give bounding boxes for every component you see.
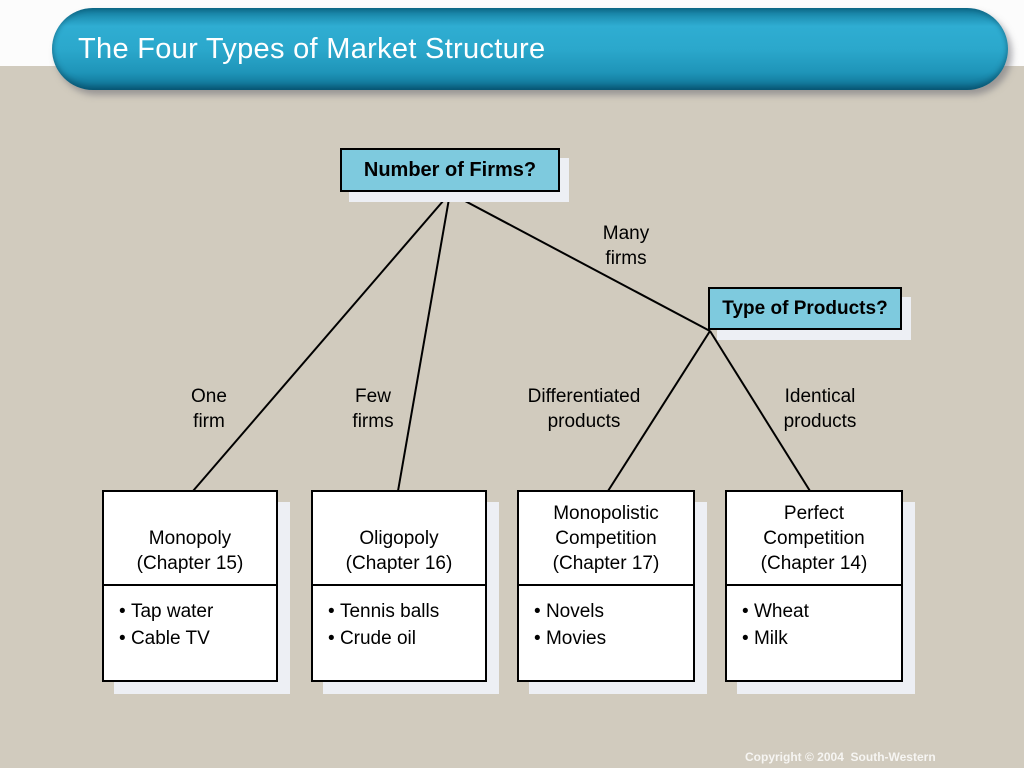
outcome-example-list: Tap water Cable TV — [104, 586, 276, 652]
branch-label-identical-products: Identical products — [783, 386, 857, 432]
outcome-example: Crude oil — [328, 625, 481, 652]
outcome-example-list: Tennis balls Crude oil — [313, 586, 485, 652]
slide-title-bar: The Four Types of Market Structure — [52, 8, 1008, 90]
decision-box-number-of-firms: Number of Firms? — [340, 148, 560, 192]
outcome-title: Monopolistic Competition (Chapter 17) — [519, 492, 693, 586]
outcome-example-list: Novels Movies — [519, 586, 693, 652]
branch-label-differentiated-products: Differentiated products — [527, 386, 641, 432]
outcome-example: Milk — [742, 625, 897, 652]
slide-title: The Four Types of Market Structure — [78, 32, 546, 65]
outcome-box-monopolistic-competition: Monopolistic Competition (Chapter 17) No… — [517, 490, 695, 682]
outcome-example: Tennis balls — [328, 598, 481, 625]
outcome-title: Perfect Competition (Chapter 14) — [727, 492, 901, 586]
outcome-title: Oligopoly (Chapter 16) — [313, 492, 485, 586]
outcome-example: Tap water — [119, 598, 272, 625]
outcome-example: Movies — [534, 625, 689, 652]
outcome-box-monopoly: Monopoly (Chapter 15) Tap water Cable TV — [102, 490, 278, 682]
outcome-example-list: Wheat Milk — [727, 586, 901, 652]
edge-number-of-firms-to-monopoly — [192, 192, 451, 492]
outcome-box-oligopoly: Oligopoly (Chapter 16) Tennis balls Crud… — [311, 490, 487, 682]
copyright-notice: Copyright © 2004 South-Western — [745, 750, 936, 764]
branch-label-one-firm: One firm — [191, 386, 227, 432]
branch-label-many-firms: Many firms — [602, 223, 650, 269]
outcome-example: Novels — [534, 598, 689, 625]
outcome-example: Cable TV — [119, 625, 272, 652]
outcome-title: Monopoly (Chapter 15) — [104, 492, 276, 586]
decision-box-type-of-products: Type of Products? — [708, 287, 902, 330]
branch-label-few-firms: Few firms — [352, 386, 394, 432]
edge-number-of-firms-to-oligopoly — [397, 192, 451, 492]
outcome-box-perfect-competition: Perfect Competition (Chapter 14) Wheat M… — [725, 490, 903, 682]
outcome-example: Wheat — [742, 598, 897, 625]
